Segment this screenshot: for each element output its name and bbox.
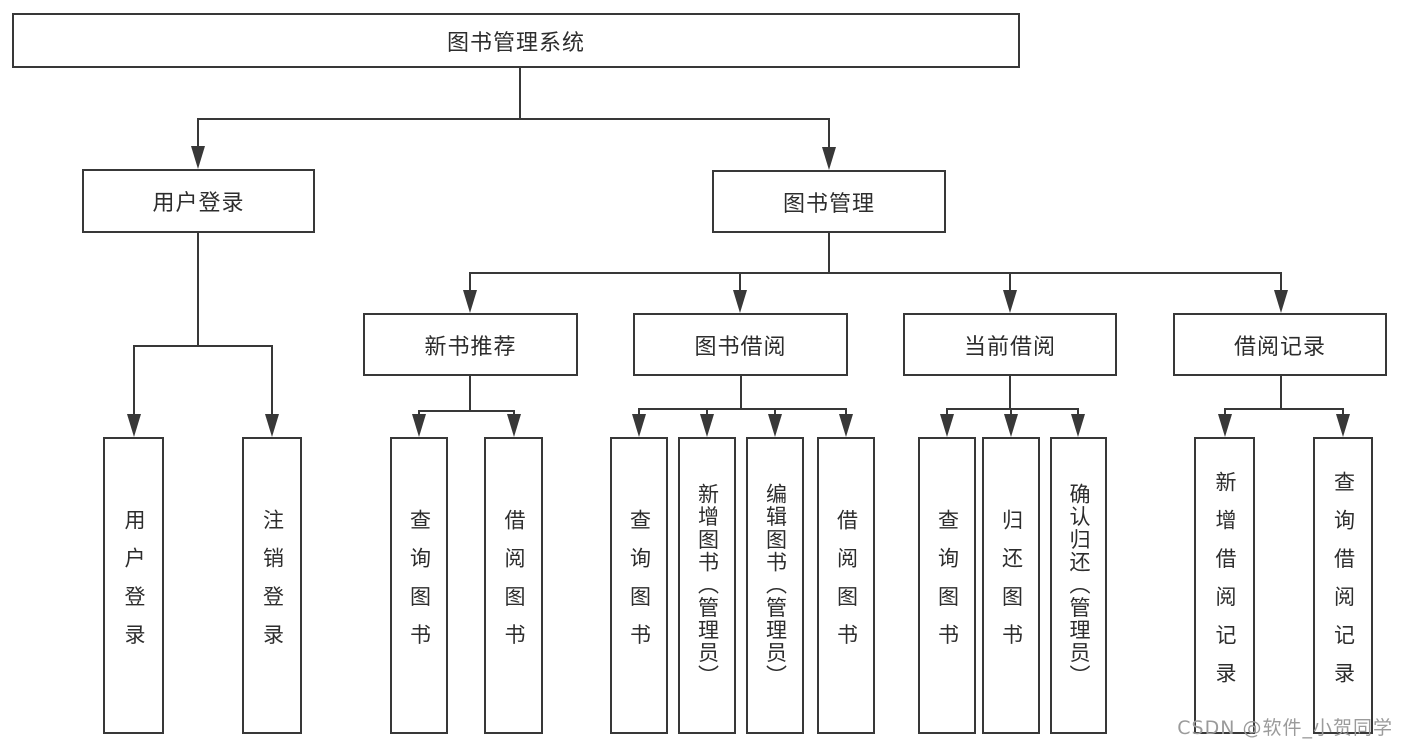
connector-shaft xyxy=(774,408,776,416)
arrowhead-down-icon xyxy=(632,414,646,437)
leaf-node-confirm-return-admin: 确认归还（管理员） xyxy=(1050,437,1107,734)
arrowhead-down-icon xyxy=(265,414,279,437)
leaf-node-edit-books-admin: 编辑图书（管理员） xyxy=(746,437,804,734)
arrowhead-down-icon xyxy=(700,414,714,437)
connector-shaft xyxy=(1077,408,1079,416)
connector-shaft xyxy=(513,410,515,416)
arrowhead-down-icon xyxy=(1336,414,1350,437)
leaf-node-label: 确认归还（管理员） xyxy=(1067,483,1092,688)
connector-branch-stem xyxy=(828,233,830,274)
leaf-node-user-login: 用户登录 xyxy=(103,437,164,734)
arrowhead-down-icon xyxy=(940,414,954,437)
connector-module-stem xyxy=(469,376,471,410)
connector-shaft xyxy=(828,118,830,149)
arrowhead-down-icon xyxy=(1274,290,1288,313)
root-node-label: 图书管理系统 xyxy=(446,30,585,56)
connector-root-stem xyxy=(519,68,521,118)
connector-shaft xyxy=(469,272,471,292)
connector-shaft xyxy=(1009,272,1011,292)
connector-module-bar xyxy=(1224,408,1344,410)
leaf-node-search-books-recommend: 查询图书 xyxy=(390,437,448,734)
branch-node-book-management: 图书管理 xyxy=(712,170,946,233)
connector-shaft xyxy=(1280,272,1282,292)
connector-shaft xyxy=(706,408,708,416)
arrowhead-down-icon xyxy=(463,290,477,313)
leaf-node-label: 注销登录 xyxy=(260,509,285,662)
connector-shaft xyxy=(739,272,741,292)
branch-node-user-login: 用户登录 xyxy=(82,169,315,233)
leaf-node-label: 借阅图书 xyxy=(834,509,859,662)
connector-module-stem xyxy=(740,376,742,408)
connector-shaft xyxy=(845,408,847,416)
leaf-node-label: 查询图书 xyxy=(627,509,652,662)
leaf-node-borrow-books: 借阅图书 xyxy=(817,437,875,734)
connector-shaft xyxy=(946,408,948,416)
module-node-current-borrowing: 当前借阅 xyxy=(903,313,1117,376)
connector-shaft xyxy=(1010,408,1012,416)
arrowhead-down-icon xyxy=(1004,414,1018,437)
arrowhead-down-icon xyxy=(1071,414,1085,437)
leaf-node-search-borrow-record: 查询借阅记录 xyxy=(1313,437,1373,734)
arrowhead-down-icon xyxy=(822,147,836,170)
arrowhead-down-icon xyxy=(733,290,747,313)
arrowhead-down-icon xyxy=(507,414,521,437)
connector-shaft xyxy=(1224,408,1226,416)
root-node-library-system: 图书管理系统 xyxy=(12,13,1020,68)
leaf-node-borrow-books-recommend: 借阅图书 xyxy=(484,437,543,734)
leaf-node-search-books-current: 查询图书 xyxy=(918,437,976,734)
module-node-borrow-records: 借阅记录 xyxy=(1173,313,1387,376)
arrowhead-down-icon xyxy=(191,146,205,169)
connector-root-bar xyxy=(197,118,830,120)
connector-shaft xyxy=(197,118,199,148)
connector-shaft xyxy=(1342,408,1344,416)
leaf-node-label: 编辑图书（管理员） xyxy=(763,483,788,688)
connector-module-bar xyxy=(418,410,515,412)
leaf-node-label: 归还图书 xyxy=(999,509,1024,662)
connector-branch-bar xyxy=(469,272,1282,274)
leaf-node-label: 新增图书（管理员） xyxy=(695,483,720,688)
leaf-node-label: 用户登录 xyxy=(122,509,147,662)
leaf-node-label: 借阅图书 xyxy=(502,509,527,662)
module-node-new-book-recommend: 新书推荐 xyxy=(363,313,578,376)
module-node-label: 图书借阅 xyxy=(694,334,787,360)
connector-module-stem xyxy=(1280,376,1282,408)
leaf-node-logout: 注销登录 xyxy=(242,437,302,734)
watermark: CSDN @软件_小贺同学 xyxy=(1177,717,1393,739)
arrowhead-down-icon xyxy=(839,414,853,437)
leaf-node-label: 查询图书 xyxy=(935,509,960,662)
branch-node-label: 图书管理 xyxy=(782,191,875,217)
leaf-node-label: 查询图书 xyxy=(407,509,432,662)
connector-shaft xyxy=(271,345,273,416)
connector-shaft xyxy=(418,410,420,416)
connector-module-bar xyxy=(638,408,847,410)
module-node-book-borrowing: 图书借阅 xyxy=(633,313,848,376)
connector-branch-bar xyxy=(133,345,273,347)
connector-module-stem xyxy=(1009,376,1011,408)
module-node-label: 新书推荐 xyxy=(424,334,517,360)
arrowhead-down-icon xyxy=(127,414,141,437)
arrowhead-down-icon xyxy=(412,414,426,437)
module-node-label: 借阅记录 xyxy=(1233,334,1326,360)
arrowhead-down-icon xyxy=(768,414,782,437)
arrowhead-down-icon xyxy=(1003,290,1017,313)
connector-shaft xyxy=(638,408,640,416)
connector-shaft xyxy=(133,345,135,416)
connector-branch-stem xyxy=(197,233,199,345)
leaf-node-add-borrow-record: 新增借阅记录 xyxy=(1194,437,1255,734)
leaf-node-search-books-borrowing: 查询图书 xyxy=(610,437,668,734)
leaf-node-return-books: 归还图书 xyxy=(982,437,1040,734)
connector-module-bar xyxy=(946,408,1079,410)
branch-node-label: 用户登录 xyxy=(152,191,245,216)
leaf-node-label: 新增借阅记录 xyxy=(1213,470,1238,701)
leaf-node-label: 查询借阅记录 xyxy=(1331,470,1356,701)
module-node-label: 当前借阅 xyxy=(963,334,1056,360)
leaf-node-add-books-admin: 新增图书（管理员） xyxy=(678,437,736,734)
arrowhead-down-icon xyxy=(1218,414,1232,437)
